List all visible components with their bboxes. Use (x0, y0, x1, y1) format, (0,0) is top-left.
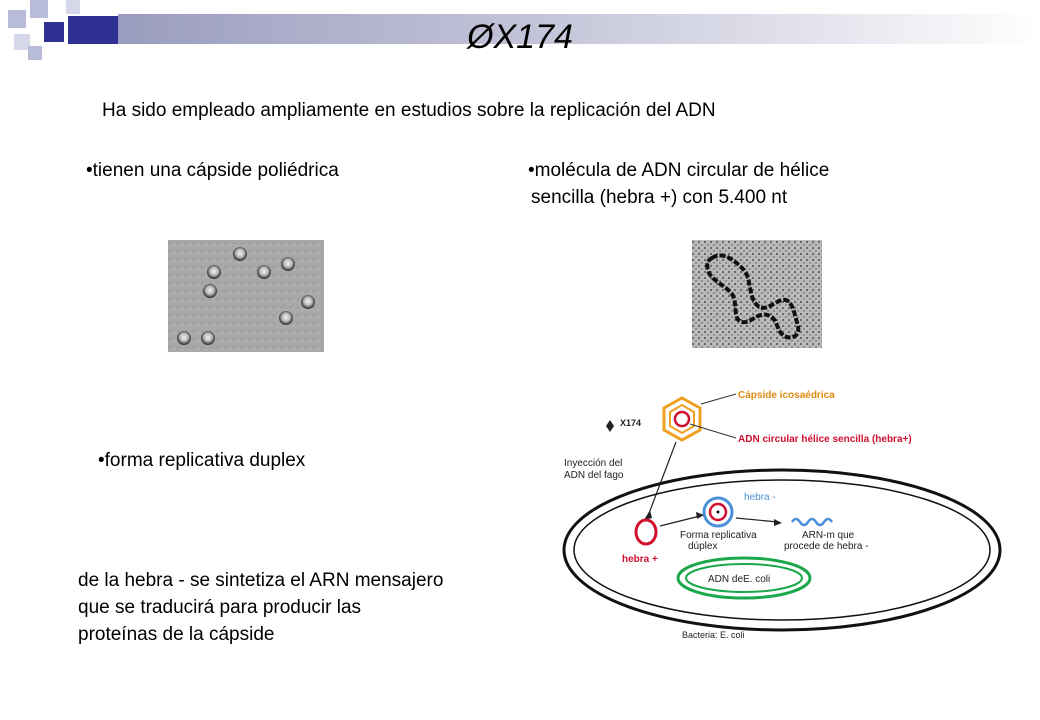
rf-inner-circle (708, 502, 728, 522)
title-bar (118, 14, 1040, 44)
injection-label-2: ADN del fago (564, 470, 624, 481)
bullet-capsid: •tienen una cápside poliédrica (86, 160, 339, 181)
mrna-label-2: procede de hebra - (784, 541, 869, 552)
note-line3: proteínas de la cápside (78, 624, 275, 645)
bullet-dna-line2: sencilla (hebra +) con 5.400 nt (531, 187, 788, 208)
slide-title: ØX174 (467, 18, 573, 56)
virion (207, 265, 221, 279)
phage-label: X174 (620, 418, 641, 428)
virion (201, 331, 215, 345)
virion (281, 257, 295, 271)
bacterium-outer-membrane (562, 468, 1002, 632)
plus-strand-label: hebra + (622, 554, 658, 565)
note-line1: de la hebra - se sintetiza el ARN mensaj… (78, 570, 444, 591)
dna-micrograph (692, 240, 822, 348)
corner-square-4 (66, 0, 80, 14)
bacterium-inner-membrane (573, 479, 991, 621)
mrna-wave (790, 517, 834, 527)
bullet-duplex: •forma replicativa duplex (98, 450, 306, 471)
note-line2: que se traducirá para producir las (78, 597, 362, 618)
infection-diagram: X174 Cápside icosaédrica ADN circular hé… (552, 380, 1002, 648)
corner-square-5 (14, 34, 30, 50)
virion (257, 265, 271, 279)
capsid-micrograph (168, 240, 324, 352)
virion (279, 311, 293, 325)
ecoli-dna-outer (676, 556, 812, 600)
ecoli-dna-inner (685, 563, 803, 593)
plus-strand-circle (634, 518, 658, 546)
capsid-dna-circle (673, 410, 691, 428)
phage-icon (606, 420, 614, 432)
bacteria-label: Bacteria: E. coli (682, 630, 745, 640)
rf-label-2: dúplex (688, 541, 717, 552)
corner-square-1 (8, 10, 26, 28)
bullet-dna-line1: •molécula de ADN circular de hélice (528, 160, 830, 181)
corner-square-6 (28, 46, 42, 60)
mrna-label-1: ARN-m que (802, 530, 855, 541)
virion (177, 331, 191, 345)
capsid-label: Cápside icosaédrica (738, 390, 835, 401)
ecoli-dna-label: ADN deE. coli (708, 574, 770, 585)
ssdna-label: ADN circular hélice sencilla (hebra+) (738, 434, 912, 445)
slide-subtitle: Ha sido empleado ampliamente en estudios… (102, 100, 716, 121)
capsid-inner (669, 403, 695, 435)
corner-square-7 (68, 16, 118, 44)
injection-label-1: Inyección del (564, 458, 622, 469)
virion (233, 247, 247, 261)
corner-square-3 (44, 22, 64, 42)
virion (301, 295, 315, 309)
rf-label-1: Forma replicativa (680, 530, 757, 541)
virion (203, 284, 217, 298)
corner-square-2 (30, 0, 48, 18)
rf-outer-circle (702, 496, 734, 528)
capsid-outer (662, 396, 702, 442)
circular-dna-strand (705, 253, 801, 340)
minus-strand-label: hebra - (744, 492, 776, 503)
